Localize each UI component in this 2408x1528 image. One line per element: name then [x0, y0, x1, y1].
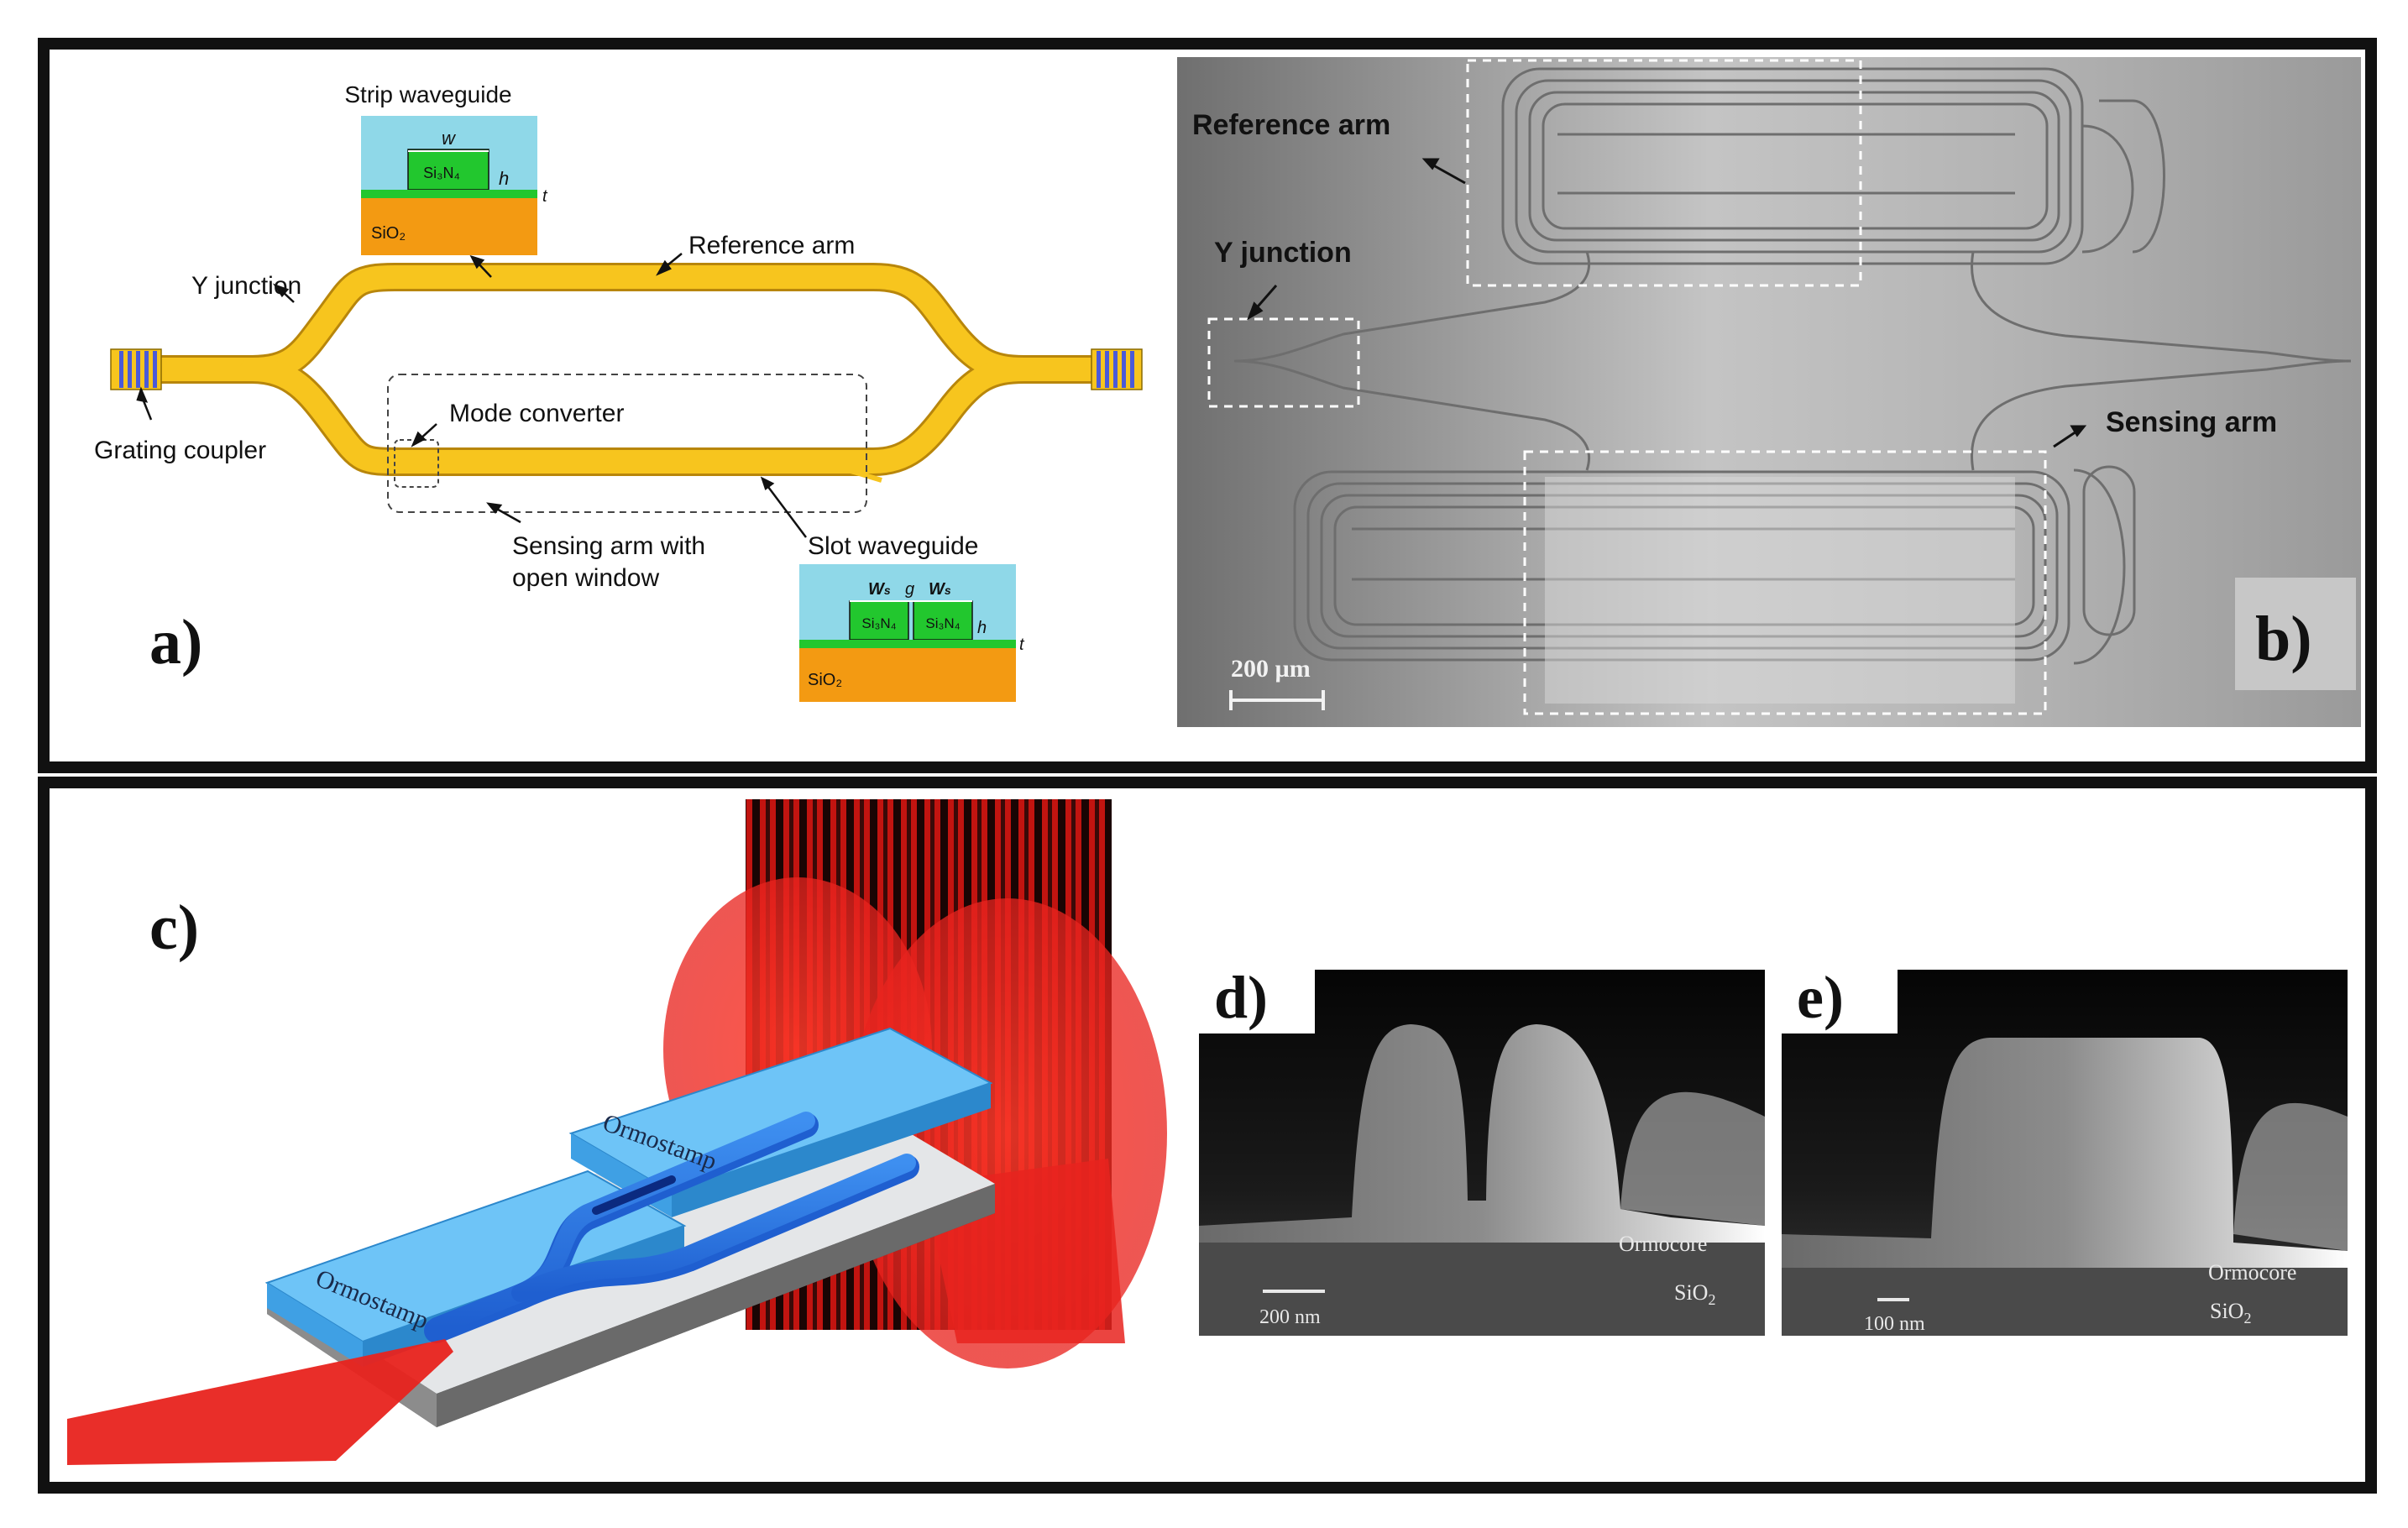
e-sio2-label: SiO2 [2210, 1299, 2251, 1327]
e-scale-label: 100 nm [1864, 1313, 1925, 1335]
slot-t-label: t [1019, 636, 1025, 654]
panel-a-letter: a) [149, 607, 202, 678]
panel-e: e) Ormocore SiO2 100 nm [1782, 964, 2348, 1336]
strip-w-label: w [442, 128, 457, 149]
panel-d: d) Ormocore SiO2 200 nm [1199, 964, 1765, 1336]
slot-film [799, 640, 1016, 648]
strip-sio2-label: SiO₂ [371, 224, 406, 243]
strip-t-label: t [542, 187, 548, 206]
strip-waveguide-label: Strip waveguide [344, 81, 511, 107]
y-junction-box [1207, 317, 1360, 408]
panel-b: Reference arm Y junction Sensing arm 200… [1177, 57, 2361, 727]
slot-sio2-label: SiO₂ [808, 671, 842, 689]
grating-coupler-label: Grating coupler [94, 437, 266, 464]
reference-arm-box [1466, 59, 1862, 287]
b-reference-arm-label: Reference arm [1192, 109, 1390, 141]
sensing-arm-label-line1: Sensing arm with [512, 532, 705, 560]
panel-e-letter-bg [1782, 970, 1898, 1033]
slot-h-label: h [977, 619, 987, 637]
d-ormocore-label: Ormocore [1619, 1232, 1707, 1256]
strip-h-label: h [499, 168, 509, 189]
strip-si3n4-label: Si₃N₄ [423, 165, 460, 181]
panel-c: c) Ormostamp Ormostamp [67, 799, 1167, 1465]
panel-b-letter: b) [2255, 604, 2312, 674]
slot-ws-left-label: Ws [868, 580, 891, 599]
sensing-arm-label-line2: open window [512, 564, 659, 592]
slot-g-label: g [905, 580, 914, 599]
sem-d-substrate [1199, 1226, 1765, 1336]
strip-substrate [361, 198, 537, 255]
slot-substrate [799, 648, 1016, 702]
b-scale-label: 200 µm [1231, 655, 1311, 683]
d-scale-label: 200 nm [1259, 1306, 1321, 1328]
waveguide-3d-arm-bottom [511, 1154, 916, 1302]
strip-film [361, 190, 537, 198]
grating-coupler-left [110, 348, 162, 390]
sem-d-slot-ridges [1199, 1024, 1765, 1243]
open-window [1545, 477, 2015, 704]
slot-waveguide-label: Slot waveguide [808, 532, 978, 560]
panel-d-letter: d) [1214, 964, 1268, 1031]
reference-arm-label: Reference arm [688, 232, 855, 259]
mode-converter-label: Mode converter [449, 400, 624, 427]
open-window-box [387, 374, 867, 513]
b-scale-bar [1229, 690, 1325, 710]
b-sensing-arm-label: Sensing arm [2106, 406, 2277, 438]
d-sio2-label: SiO2 [1674, 1280, 1715, 1308]
panel-c-letter: c) [149, 892, 199, 963]
grating-coupler-right [1091, 348, 1143, 390]
input-beam [67, 1339, 453, 1465]
panel-b-letter-bg [2235, 578, 2356, 690]
y-junction-label: Y junction [191, 272, 301, 300]
mzi-waveguide [144, 265, 1103, 474]
sensing-arm-box [1523, 450, 2047, 715]
panel-d-letter-bg [1199, 970, 1315, 1033]
e-ormocore-label: Ormocore [2208, 1260, 2296, 1285]
strip-core [407, 149, 489, 191]
panel-a: Strip waveguide w Si₃N₄ h t SiO₂ [94, 81, 1143, 702]
slot-si3n4-left-label: Si₃N₄ [861, 615, 896, 631]
panel-e-letter: e) [1797, 964, 1844, 1031]
slot-ws-right-label: Ws [929, 580, 951, 599]
sem-e-strip-ridge [1782, 1038, 2348, 1268]
b-y-junction-label: Y junction [1214, 237, 1352, 269]
slot-si3n4-right-label: Si₃N₄ [925, 615, 960, 631]
